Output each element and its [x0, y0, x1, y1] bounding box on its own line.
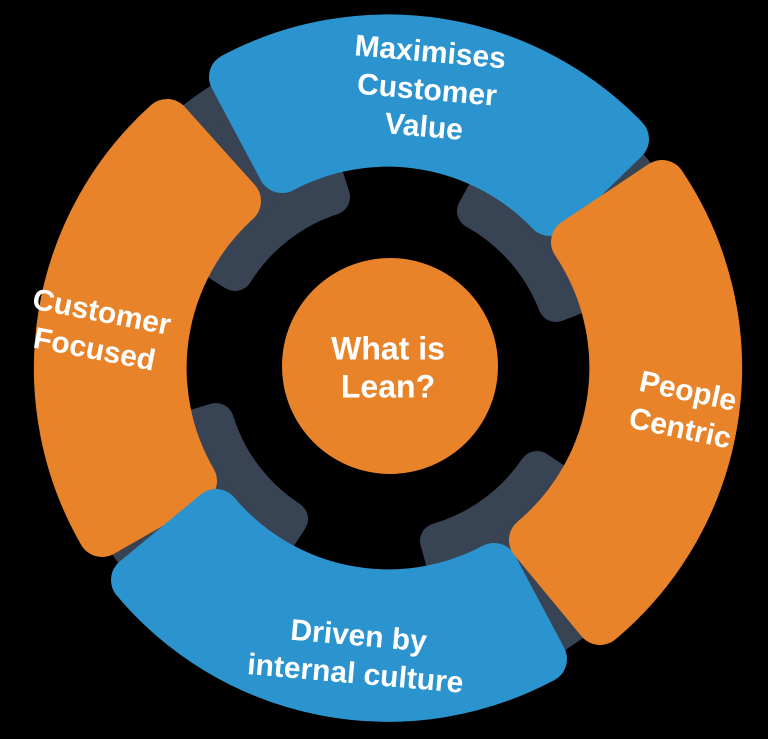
ring-segments: [33, 14, 743, 722]
center-title-line: Lean?: [340, 369, 436, 405]
center-title-line: What is: [331, 330, 445, 367]
segment-top-outline: [209, 14, 649, 236]
segment-left-outline: [33, 99, 261, 557]
segment-label-maximises-customer-value: Maximises Customer Value: [347, 27, 508, 152]
center-title: What is Lean?: [331, 330, 445, 407]
segment-right-outline: [509, 160, 743, 645]
segment-bottom-outline: [111, 489, 567, 722]
center-circle: [282, 258, 498, 474]
